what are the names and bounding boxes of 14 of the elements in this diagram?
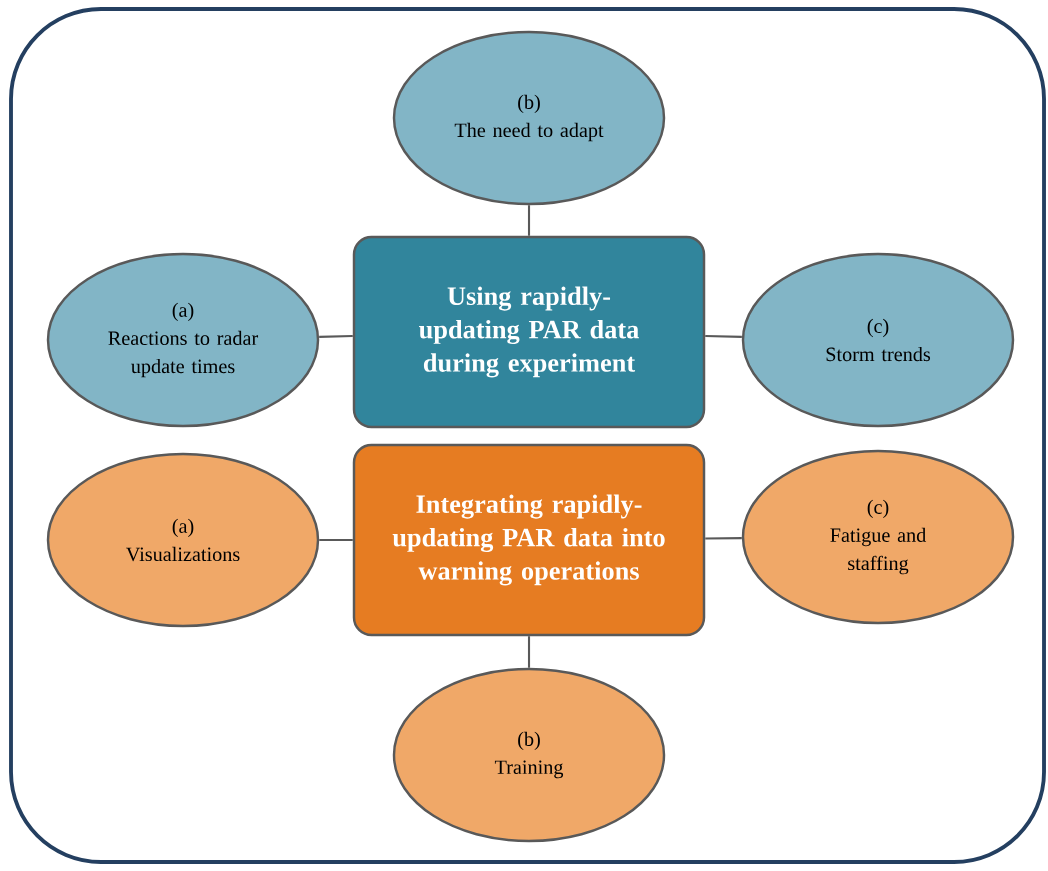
connector-line bbox=[527, 205, 531, 236]
connector-line bbox=[705, 537, 742, 540]
subtopic-oval: (b) Training bbox=[392, 667, 666, 843]
subtopic-oval: (b) The need to adapt bbox=[392, 30, 666, 206]
connector-line bbox=[705, 334, 742, 338]
subtopic-oval: (a) Visualizations bbox=[46, 452, 320, 628]
topic-box: Using rapidly-updating PAR data during experiment bbox=[352, 235, 706, 429]
connector-line bbox=[319, 538, 353, 542]
subtopic-oval: (c) Storm trends bbox=[741, 252, 1015, 428]
topic-box: Integrating rapidly-updating PAR data into warning operations bbox=[352, 443, 706, 637]
subtopic-oval: (a) Reactions to radar update times bbox=[46, 252, 320, 428]
connector-line bbox=[319, 335, 353, 338]
connector-line bbox=[527, 636, 531, 668]
subtopic-oval: (c) Fatigue and staffing bbox=[741, 449, 1015, 625]
